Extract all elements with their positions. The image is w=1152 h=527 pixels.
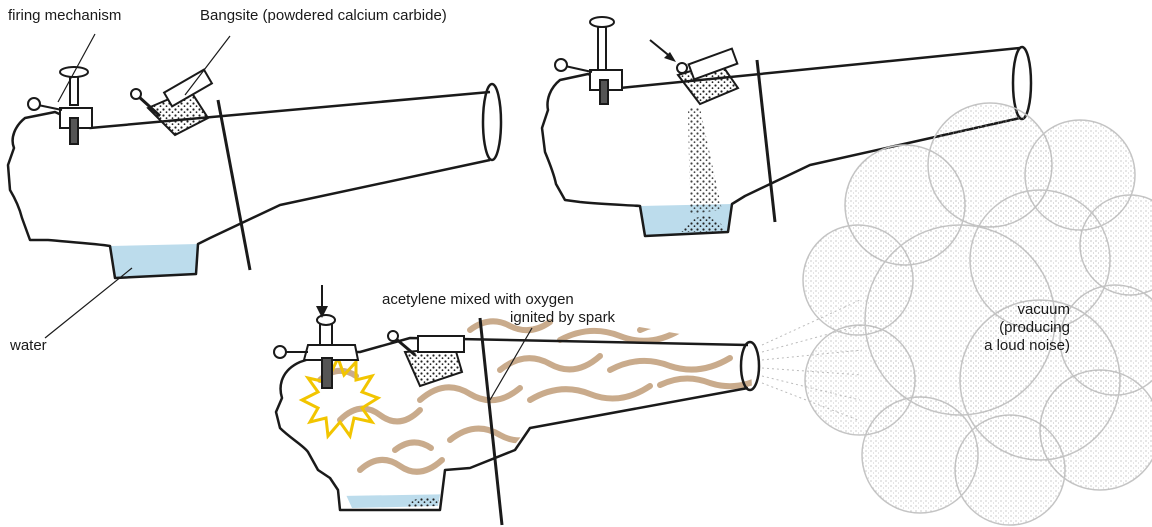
label-vacuum-line1: vacuum — [1010, 300, 1070, 319]
bangsite-holder-1 — [131, 70, 212, 135]
label-water: water — [10, 336, 47, 355]
cannon-2-stand — [757, 60, 775, 222]
label-firing-mechanism: firing mechanism — [8, 6, 121, 25]
label-acetylene-line2: ignited by spark — [510, 308, 615, 327]
firing-mechanism-3 — [274, 315, 358, 388]
press-arrow-3 — [316, 285, 328, 318]
firing-mechanism-2 — [555, 17, 622, 104]
label-bangsite: Bangsite (powdered calcium carbide) — [200, 6, 447, 25]
smoke-cloud — [762, 103, 1152, 525]
label-vacuum-line3: a loud noise) — [966, 336, 1070, 355]
cannon-1-stand — [218, 100, 250, 270]
cannon-2-dropping-carbide — [688, 108, 722, 214]
bangsite-holder-2 — [677, 49, 738, 104]
cannon-1-water — [110, 244, 198, 278]
firing-mechanism-1 — [28, 67, 92, 144]
label-acetylene-line1: acetylene mixed with oxygen — [382, 290, 574, 309]
bangsite-holder-3 — [388, 331, 464, 386]
cannon-3-stand — [480, 318, 502, 525]
cannon-1-muzzle — [483, 84, 501, 160]
press-arrow-2 — [650, 40, 676, 62]
cannon-1 — [8, 67, 501, 278]
label-vacuum-line2: (producing — [966, 318, 1070, 337]
